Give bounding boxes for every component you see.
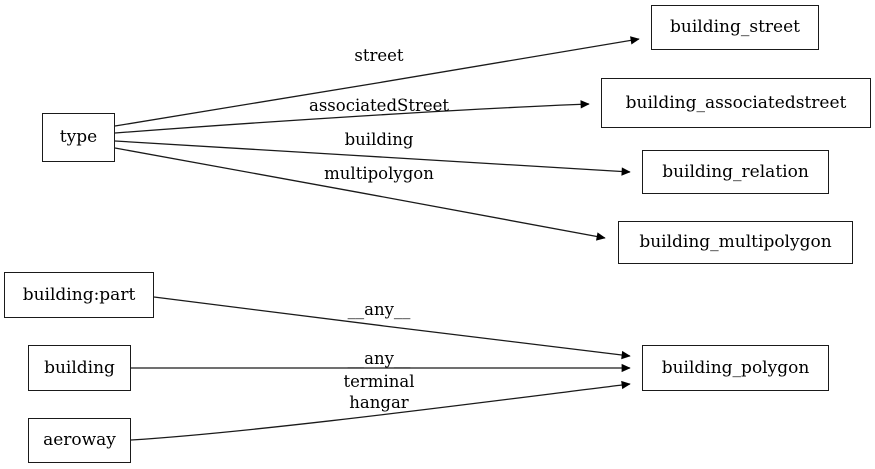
node-label: building_associatedstreet xyxy=(625,92,847,113)
edge-label-building: building xyxy=(344,129,414,149)
edge-label-associatedstreet: associatedStreet xyxy=(308,95,450,115)
node-type[interactable]: type xyxy=(42,113,115,162)
node-label: building xyxy=(44,357,115,378)
edge-label-any-building: __any__ xyxy=(347,348,411,368)
node-label: building_multipolygon xyxy=(639,232,832,252)
node-aeroway[interactable]: aeroway xyxy=(28,418,131,463)
node-label: building_street xyxy=(670,17,800,37)
node-label: aeroway xyxy=(43,430,116,450)
edge-label-multipolygon: multipolygon xyxy=(324,163,434,183)
edge-label-any-building-part: __any__ xyxy=(347,299,411,319)
node-building[interactable]: building xyxy=(28,345,131,391)
node-label: building:part xyxy=(22,284,136,305)
node-building-associatedstreet[interactable]: building_associatedstreet xyxy=(601,78,871,128)
edge-label-hangar: hangar xyxy=(349,392,409,412)
edge-label-terminal: terminal xyxy=(343,371,415,391)
edge-label-street: street xyxy=(354,45,404,65)
node-label: building_polygon xyxy=(661,357,810,378)
node-building-relation[interactable]: building_relation xyxy=(642,150,829,194)
node-building-multipolygon[interactable]: building_multipolygon xyxy=(618,221,853,264)
edge-type-to-building-multipolygon xyxy=(114,147,606,241)
node-building-street[interactable]: building_street xyxy=(651,5,819,50)
node-label: type xyxy=(59,127,98,147)
node-building-polygon[interactable]: building_polygon xyxy=(642,345,829,391)
node-building-part[interactable]: building:part xyxy=(4,272,154,318)
node-label: building_relation xyxy=(662,161,809,182)
